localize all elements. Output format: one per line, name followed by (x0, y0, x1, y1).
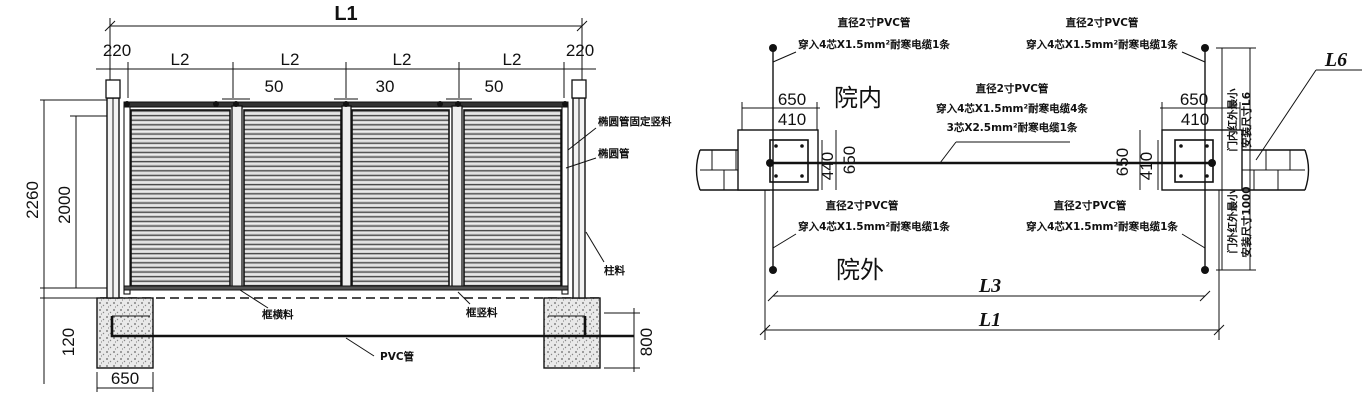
dim-gap-2: 30 (376, 77, 395, 96)
note-outside-1: 门外红外最小 (1226, 190, 1239, 253)
dim-220-right: 220 (566, 41, 594, 60)
dim-650: 650 (111, 369, 139, 388)
dim-650v-pad-right: 650 (1113, 148, 1132, 176)
dim-l3: L3 (767, 275, 1211, 302)
pipe-cable-center-2: 3芯X2.5mm²耐寒电缆1条 (947, 121, 1078, 134)
dim-410-pad-left: 410 (778, 110, 806, 129)
dim-650-pad-right: 650 (1180, 90, 1208, 109)
pipe-title-top-right: 直径2寸PVC管 (1066, 16, 1139, 29)
dim-220-left: 220 (103, 41, 131, 60)
dim-l1-label: L1 (334, 3, 357, 25)
dim-650-pad-left: 650 (778, 90, 806, 109)
pipe-labels: 直径2寸PVC管 穿入4芯X1.5mm²耐寒电缆1条 直径2寸PVC管 穿入4芯… (798, 16, 1178, 233)
pipe-cable-top-right: 穿入4芯X1.5mm²耐寒电缆1条 (1026, 38, 1178, 51)
pipe-cable-bottom-right: 穿入4芯X1.5mm²耐寒电缆1条 (1026, 220, 1178, 233)
dim-l1-overall: L1 (104, 3, 588, 98)
pipe-cable-bottom-left: 穿入4芯X1.5mm²耐寒电缆1条 (798, 220, 950, 233)
label-pvc: PVC管 (380, 350, 415, 363)
note-outside-2: 安装尺寸1000 (1240, 186, 1253, 257)
label-inside: 院内 (834, 84, 882, 112)
label-frame-rail: 框横料 (262, 308, 294, 321)
label-oval-tube: 椭圆管 (598, 147, 630, 160)
pipe-title-bottom-left: 直径2寸PVC管 (826, 199, 899, 212)
label-l6: L6 (1324, 49, 1347, 71)
gate-panel-4 (463, 109, 562, 287)
pipe-title-top-left: 直径2寸PVC管 (838, 16, 911, 29)
label-fixed-post: 椭圆管固定竖料 (598, 115, 672, 128)
dim-650-foundation: 650 (96, 369, 154, 392)
ir-notes: 门内红外最小 安装尺寸L6 门外红外最小 安装尺寸1000 L6 (1216, 47, 1362, 271)
dim-row-l2: 220 220 L2 L2 L2 L2 (96, 41, 596, 98)
post-right (561, 79, 587, 299)
dim-120: 120 (59, 328, 78, 356)
dim-2260: 2260 (23, 181, 42, 219)
label-outside: 院外 (836, 256, 884, 284)
dim-l2-2: L2 (281, 50, 300, 69)
pvc-pipe-elevation (110, 315, 634, 338)
dim-l2-4: L2 (503, 50, 522, 69)
gate-panels (123, 101, 569, 291)
ir-runs (769, 44, 1209, 274)
foundation-right (543, 297, 601, 369)
gate-panel-2 (243, 109, 342, 287)
dim-440-pad-left: 440 (818, 152, 837, 180)
dim-row-gaps: 50 30 50 (222, 77, 504, 100)
dim-l1-plan-label: L1 (978, 309, 1001, 331)
pipe-title-center: 直径2寸PVC管 (976, 82, 1049, 95)
note-inside-1: 门内红外最小 (1226, 88, 1239, 151)
dim-410-pad-right: 410 (1181, 110, 1209, 129)
dim-800: 800 (637, 328, 656, 356)
pipe-cable-center-1: 穿入4芯X1.5mm²耐寒电缆4条 (936, 102, 1088, 115)
dim-l1-plan: L1 (759, 190, 1225, 340)
dim-l3-label: L3 (978, 275, 1001, 297)
dim-2000: 2000 (55, 186, 74, 224)
label-column: 柱料 (604, 264, 625, 277)
gate-plan: 直径2寸PVC管 穿入4芯X1.5mm²耐寒电缆1条 直径2寸PVC管 穿入4芯… (695, 16, 1362, 340)
post-left (105, 79, 131, 299)
dim-gap-3: 50 (485, 77, 504, 96)
dim-650v-pad-left: 650 (840, 146, 859, 174)
callouts-elevation: 椭圆管固定竖料 椭圆管 柱料 框横料 框竖料 PVC管 (239, 115, 672, 363)
dim-800-depth: 800 (604, 308, 656, 372)
base-pad-left (737, 129, 819, 191)
label-frame-stile: 框竖料 (466, 306, 498, 319)
note-inside-2: 安装尺寸L6 (1240, 92, 1253, 148)
pipe-cable-top-left: 穿入4芯X1.5mm²耐寒电缆1条 (798, 38, 950, 51)
gate-elevation: L1 220 220 L2 L2 L2 L2 50 30 50 (23, 3, 672, 392)
gate-panel-1 (130, 109, 231, 287)
foundation-left (96, 297, 154, 369)
dim-gap-1: 50 (265, 77, 284, 96)
gate-panel-3 (351, 109, 450, 287)
pipe-title-bottom-right: 直径2寸PVC管 (1054, 199, 1127, 212)
pad-dims: 650 410 440 650 650 410 650 410 (741, 90, 1241, 190)
dim-410v-pad-right: 410 (1137, 152, 1156, 180)
dim-l2-1: L2 (171, 50, 190, 69)
dim-verticals: 2260 2000 120 (23, 99, 108, 384)
base-pad-right (1161, 129, 1243, 191)
dim-l2-3: L2 (393, 50, 412, 69)
